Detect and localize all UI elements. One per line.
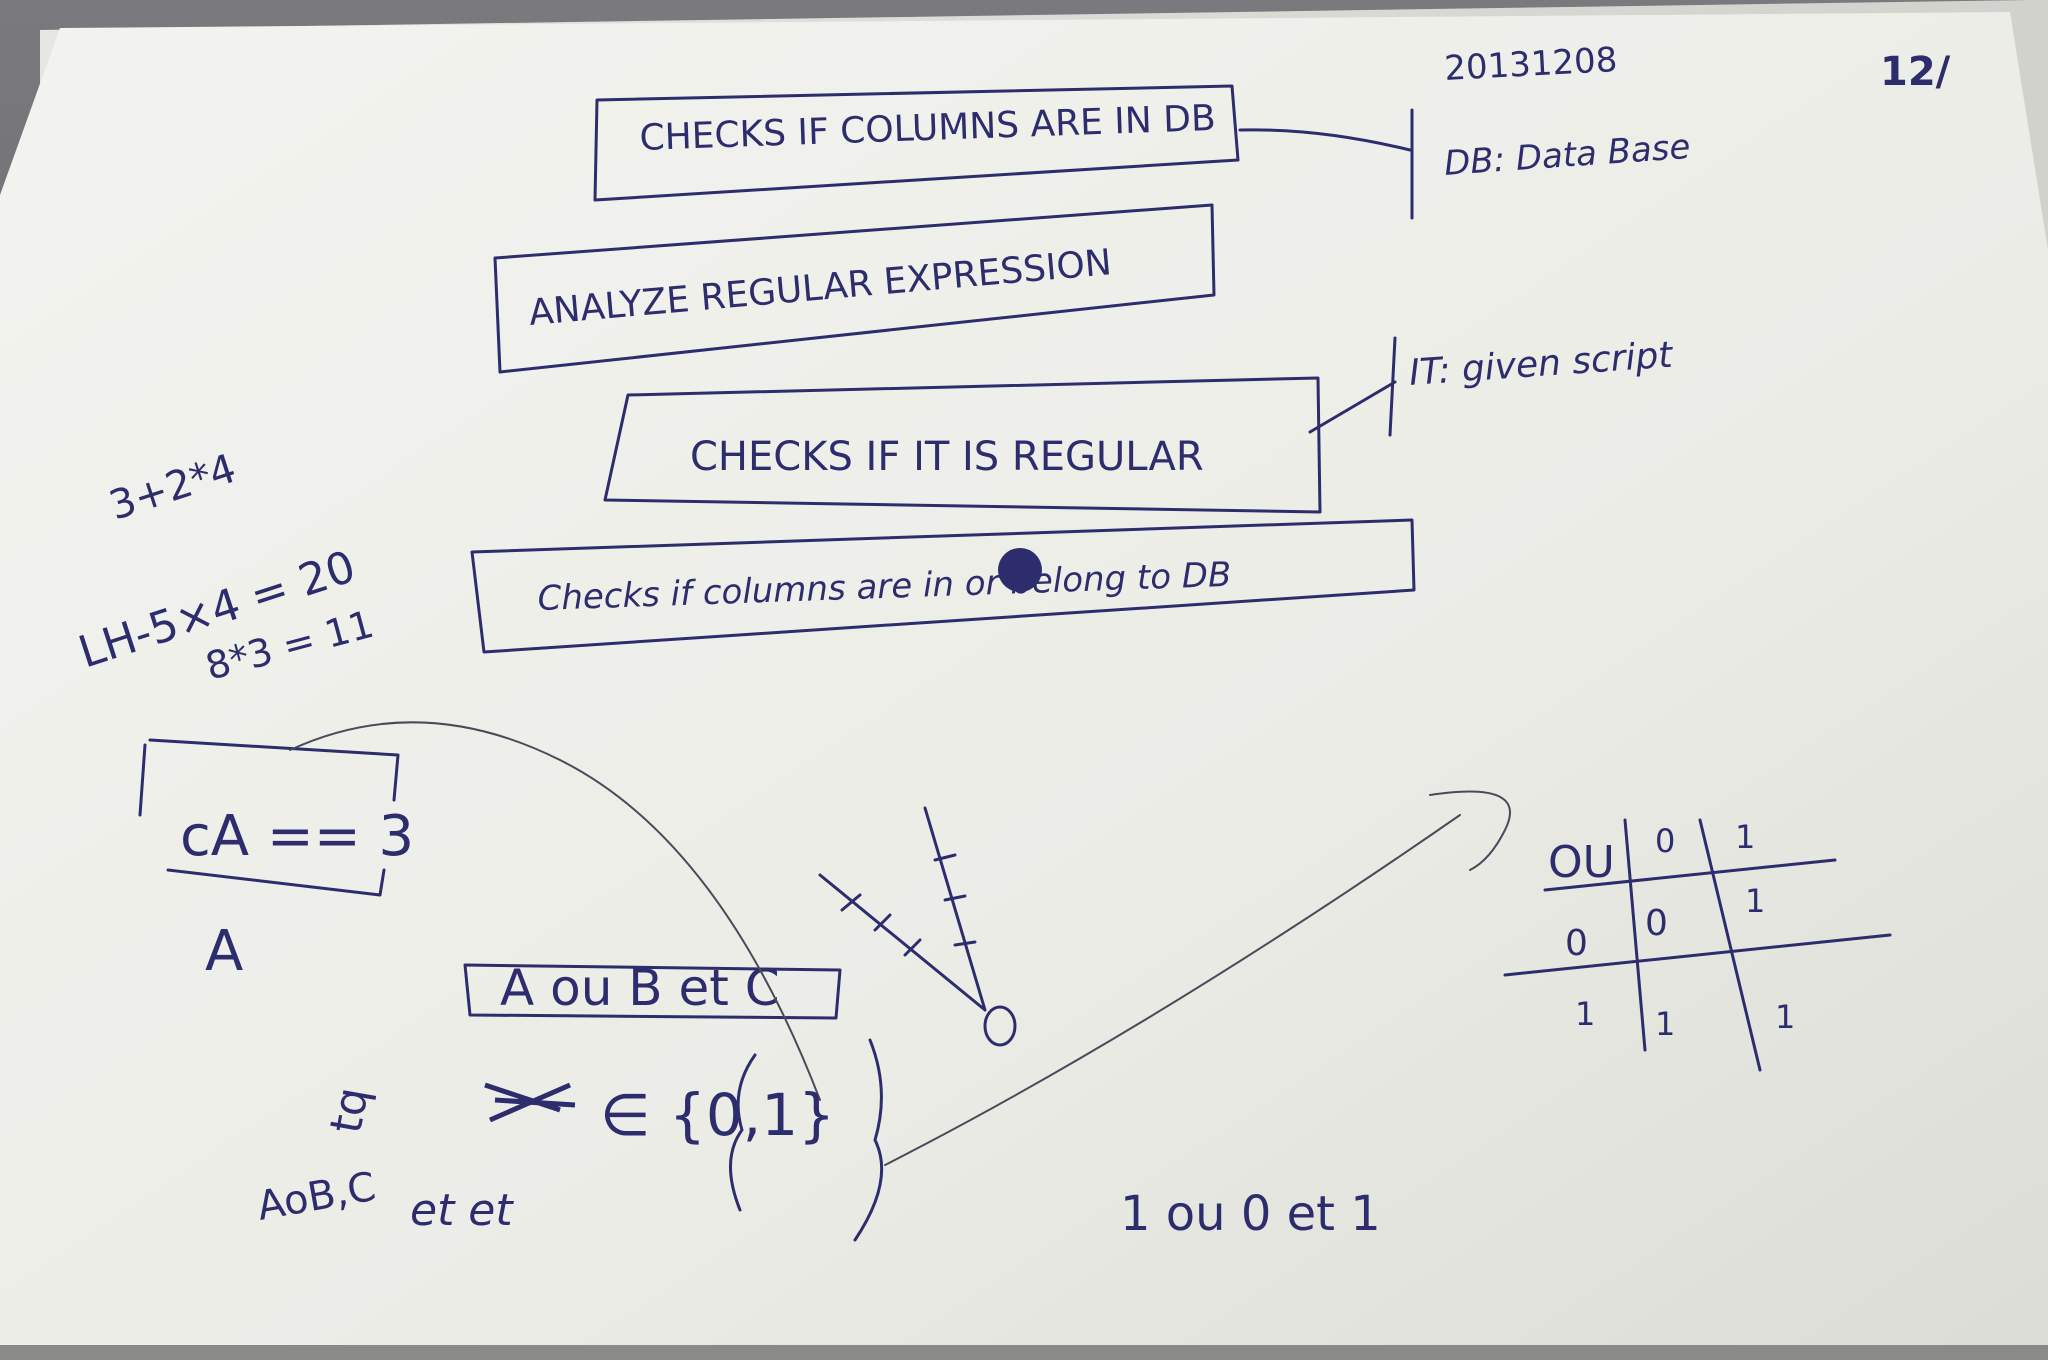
tt-header-op: OU xyxy=(1548,837,1615,888)
expr-below: A xyxy=(205,919,243,984)
aoubetc-group: A ou B et C xyxy=(463,959,842,1020)
truth-table: OU 0 1 0 0 1 1 1 1 xyxy=(1503,818,1892,1072)
arrow-box3 xyxy=(1308,380,1397,434)
scribble-blot xyxy=(998,548,1042,592)
tt-r1-c1: 1 xyxy=(1775,998,1795,1036)
result-line: 1 ou 0 et 1 xyxy=(1120,1186,1381,1242)
arrow-box1 xyxy=(1238,128,1412,152)
tq-label: tq xyxy=(321,1084,379,1137)
date-mark: 20131208 xyxy=(1443,40,1618,89)
pencil-curve-1 xyxy=(289,721,821,1101)
table-edge xyxy=(0,1345,2048,1360)
aoubetc-text: A ou B et C xyxy=(500,959,780,1017)
tt-r0-c0: 0 xyxy=(1645,903,1668,944)
bar-box3 xyxy=(1388,336,1397,437)
scribble-cross xyxy=(484,1082,576,1123)
tt-r1-label: 1 xyxy=(1575,995,1595,1033)
tree-doodle xyxy=(818,806,1017,1047)
brace-right xyxy=(853,1038,884,1242)
tt-r1-c0: 1 xyxy=(1655,1005,1675,1043)
brace-left xyxy=(729,1053,757,1212)
page-mark: 12/ xyxy=(1880,49,1951,95)
note-box-regular: CHECKS IF IT IS REGULAR xyxy=(603,376,1322,514)
expr-box: cA == 3 A xyxy=(138,738,414,984)
tt-r0-c1: 1 xyxy=(1745,882,1765,920)
box3-text: CHECKS IF IT IS REGULAR xyxy=(690,434,1204,480)
etcet-text: et et xyxy=(410,1185,514,1236)
pencil-arrow-truth xyxy=(884,790,1511,1166)
tt-header-1: 1 xyxy=(1735,818,1755,856)
tt-header-0: 0 xyxy=(1655,822,1675,860)
membership-text: ∈ {0,1} xyxy=(600,1081,835,1149)
expr-box-text: cA == 3 xyxy=(180,804,414,869)
tt-r0-label: 0 xyxy=(1565,923,1588,964)
paper-sheet xyxy=(0,12,2048,1360)
